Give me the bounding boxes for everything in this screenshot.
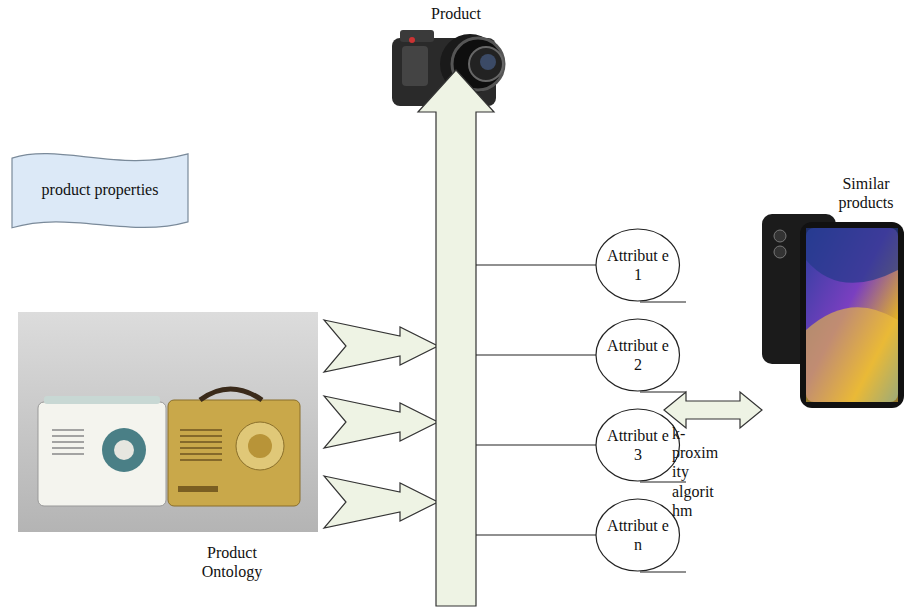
node-text-group: Attribut e 3 [607, 426, 669, 464]
node-text-group: Attribut e n [607, 516, 669, 554]
banner-path [12, 154, 188, 228]
double-arrow [664, 392, 762, 428]
circle-outline [595, 228, 681, 302]
node-text: Attribut e 1 [607, 246, 669, 284]
node-text-group: product properties [42, 180, 159, 199]
circle-outline [595, 498, 681, 572]
circle-path [596, 229, 680, 301]
node-text-group: Attribut e 2 [607, 336, 669, 374]
attribute-circle: Attribut e 3 [595, 408, 681, 482]
node-text: Attribut e 3 [607, 426, 669, 464]
circle-path [596, 499, 680, 571]
node-text: product properties [42, 180, 159, 199]
node-text: Attribut e 2 [607, 336, 669, 374]
main-arrow [418, 70, 494, 606]
ontology-label: Product Ontology [180, 543, 284, 581]
node-text: Attribut e n [607, 516, 669, 554]
circle-outline [595, 408, 681, 482]
circle-outline [595, 318, 681, 392]
node-text-group: Attribut e 1 [607, 246, 669, 284]
attribute-circle: Attribut e 1 [595, 228, 681, 302]
radios-picture [18, 312, 318, 532]
banner-note: product properties [10, 148, 190, 232]
circle-path [596, 319, 680, 391]
input-arrows [324, 320, 438, 528]
attribute-circle: Attribut e n [595, 498, 681, 572]
product-label: Product [396, 4, 516, 23]
circle-path [596, 409, 680, 481]
phone-picture [762, 214, 904, 408]
branch-lines [476, 265, 686, 572]
similar-label: Similar products [824, 174, 908, 212]
attribute-circle: Attribut e 2 [595, 318, 681, 392]
algorithm-label: k- proxim ity algorit hm [672, 424, 732, 520]
